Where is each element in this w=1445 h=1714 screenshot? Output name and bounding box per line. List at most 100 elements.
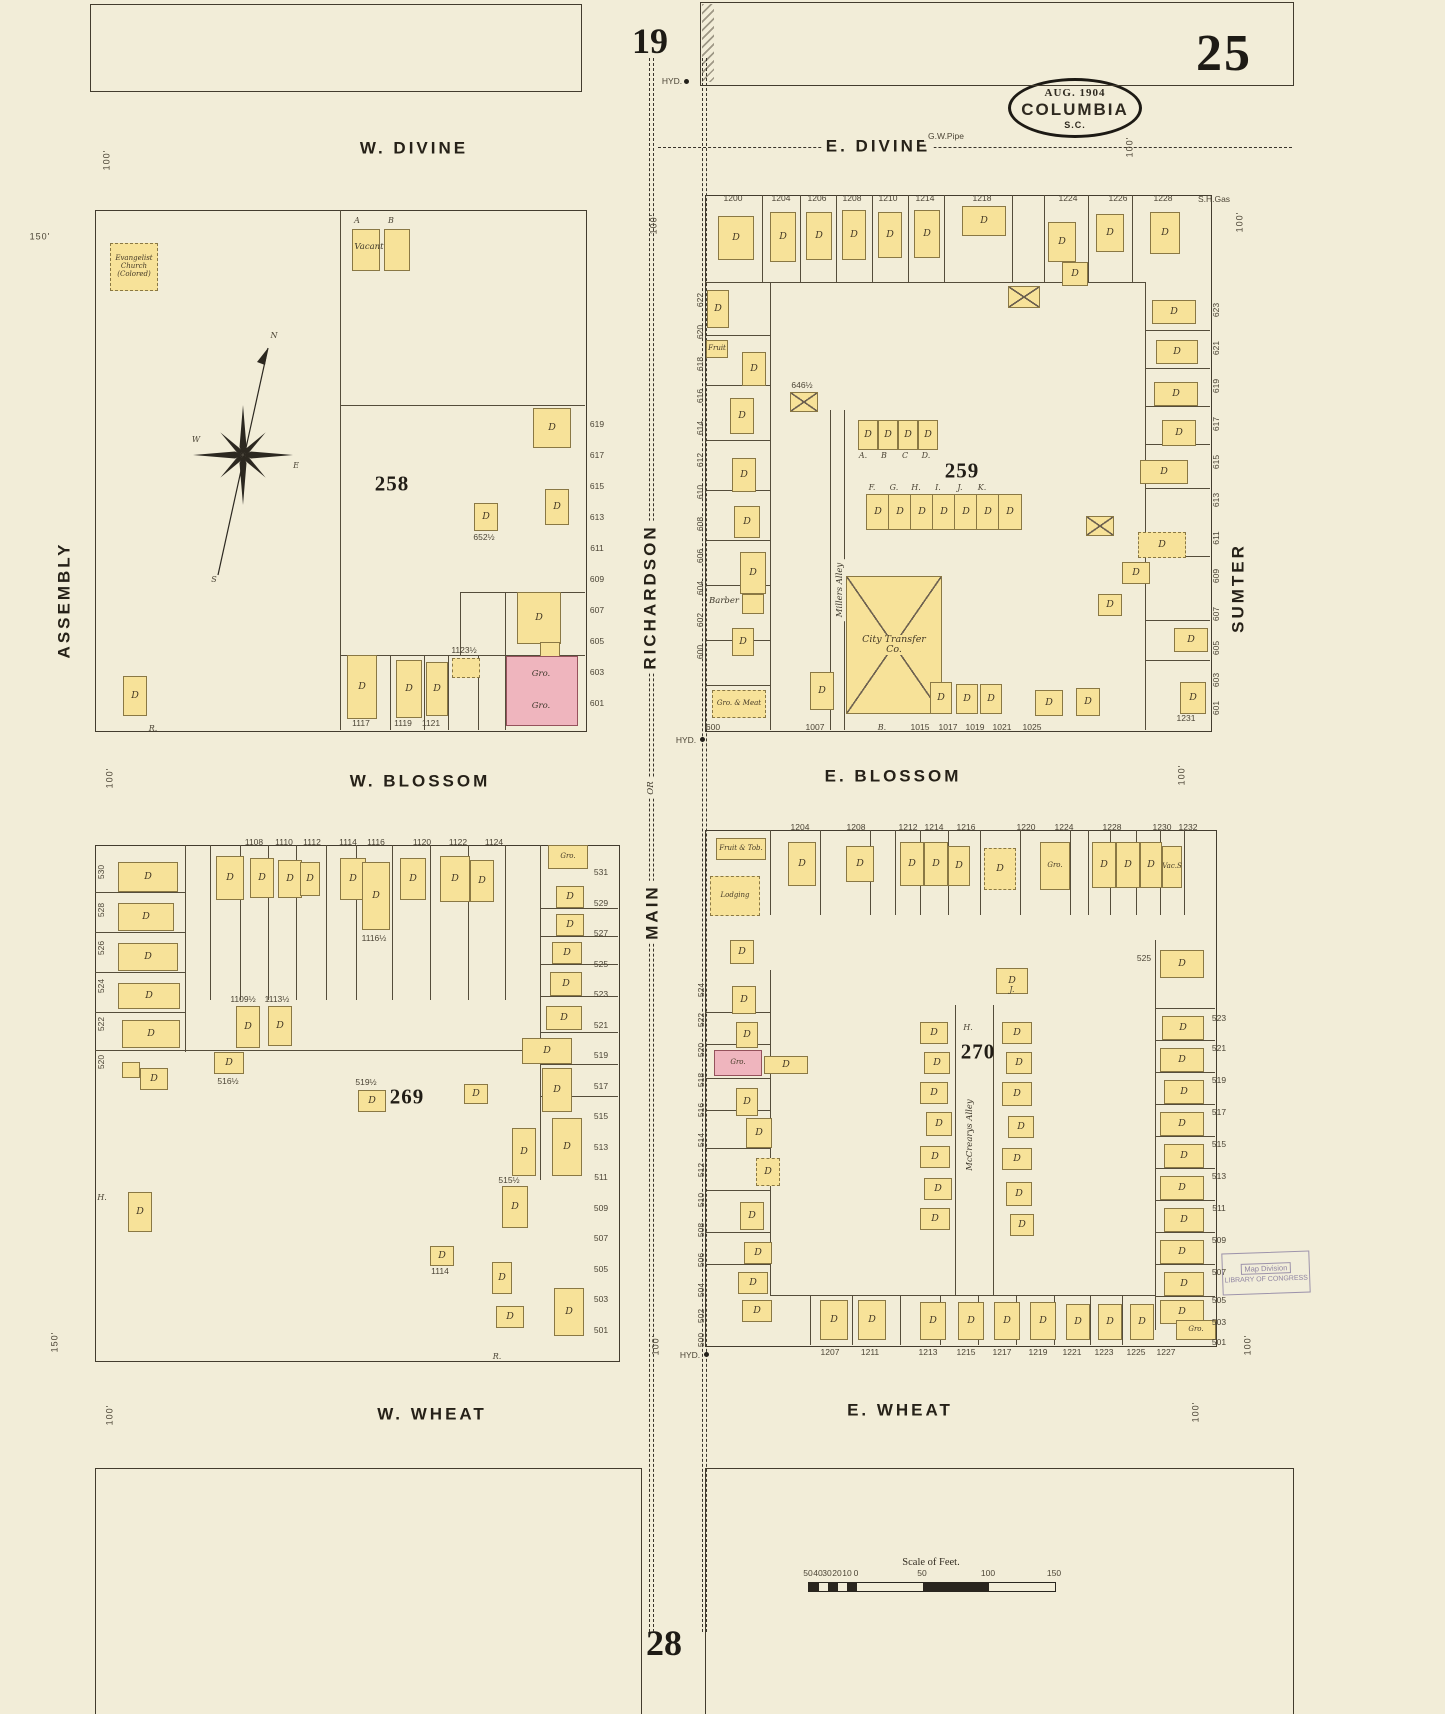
building-frame: D: [1180, 682, 1206, 714]
building-label: D: [563, 946, 571, 958]
building-label: D: [226, 871, 234, 883]
num-label: 1231: [1176, 712, 1196, 723]
num-label: 500: [695, 1332, 706, 1348]
building-label: Gro.: [730, 1058, 746, 1067]
lot-line: [1155, 1040, 1215, 1041]
building-frame: D: [900, 842, 924, 886]
scale-bar-segment: [819, 1583, 829, 1591]
building-label: D: [740, 993, 748, 1005]
building-frame: Gro. & Meat: [712, 690, 766, 718]
building-frame: D: [128, 1192, 152, 1232]
num-label: 1213: [918, 1346, 938, 1357]
building-frame: D: [216, 856, 244, 900]
building-label: D: [739, 635, 747, 647]
building-frame: D: [1150, 212, 1180, 254]
num-label: 514: [695, 1132, 706, 1148]
letter-label: I.: [935, 483, 941, 492]
lot-line: [1122, 1295, 1123, 1345]
building-label: D: [498, 1271, 506, 1283]
num-label: 516½: [217, 1075, 239, 1086]
building-frame: D: [1030, 1302, 1056, 1340]
hydrant-label: HYD.: [661, 75, 683, 86]
dim-label: 100': [1176, 764, 1187, 786]
building-label: D: [738, 409, 746, 421]
num-label: 617: [589, 449, 605, 460]
num-label: 1217: [992, 1346, 1012, 1357]
building-frame: D: [948, 846, 970, 886]
num-label: 646½: [791, 379, 813, 390]
building-label: D: [1178, 1117, 1186, 1129]
num-label: 530: [95, 864, 106, 880]
building-frame: D: [920, 1082, 948, 1104]
building-frame: D: [123, 676, 147, 716]
building-frame: D: [932, 494, 956, 530]
num-label: 30: [822, 1567, 832, 1578]
stamp-line1: Map Division: [1240, 1262, 1292, 1275]
lot-line: [705, 1078, 770, 1079]
dim-label: 100': [1190, 1401, 1201, 1423]
street-dashed-line: [706, 58, 707, 1632]
building-label: Gro.: [1188, 1325, 1204, 1334]
building-frame: Fruit & Tob.: [716, 838, 766, 860]
building-label: Fruit & Tob.: [719, 844, 763, 853]
building-label: D: [225, 1056, 233, 1068]
building-frame: D: [502, 1186, 528, 1228]
num-label: 611: [590, 542, 604, 553]
letter-label: N: [270, 331, 278, 340]
note-label: Gro.: [531, 668, 551, 679]
building-label: D: [1132, 566, 1140, 578]
building-frame: D: [554, 1288, 584, 1336]
building-frame: D: [718, 216, 754, 260]
dim-label: 100': [648, 213, 659, 235]
num-label: 509: [1211, 1234, 1227, 1245]
note-label: OR: [645, 777, 657, 799]
hatch-mark: [702, 4, 714, 82]
lot-line: [1155, 1072, 1215, 1073]
building-label: D: [755, 1126, 763, 1138]
building-label: D: [818, 684, 826, 696]
lot-line: [326, 845, 327, 1000]
num-label: 1206: [807, 192, 827, 203]
building-label: D: [1018, 1218, 1026, 1230]
building-frame: D: [1164, 1272, 1204, 1296]
street-label-w-blossom: W. BLOSSOM: [345, 771, 495, 791]
num-label: 607: [589, 604, 605, 615]
building-frame: D: [1162, 420, 1196, 446]
block-outline: [705, 1468, 1294, 1714]
num-label: 617: [1210, 416, 1221, 432]
building-frame: D: [1174, 628, 1208, 652]
lot-line: [540, 845, 541, 1180]
alley-label-mccrearys: McCrearys Alley: [964, 1095, 976, 1175]
building-frame: D: [994, 1302, 1020, 1340]
building-label: D: [987, 692, 995, 704]
building-label: D: [743, 1095, 751, 1107]
building-frame: D: [1006, 1182, 1032, 1206]
num-label: 1122: [448, 836, 468, 847]
building-label: D: [962, 505, 970, 517]
building-label: D: [1013, 1026, 1021, 1038]
note-label: Vacant: [354, 241, 384, 252]
num-label: 525: [1136, 952, 1152, 963]
lot-line: [770, 282, 771, 730]
letter-label: J.: [1009, 985, 1015, 994]
num-label: 621: [1210, 340, 1221, 356]
lot-line: [460, 592, 461, 655]
building-frame: D: [1002, 1022, 1032, 1044]
lot-line: [95, 1012, 185, 1013]
building-frame: D: [846, 846, 874, 882]
building-frame: D: [924, 842, 948, 886]
building-label: D: [1178, 1305, 1186, 1317]
num-label: 1015: [910, 721, 930, 732]
dim-label: 100': [1124, 136, 1135, 158]
lot-line: [770, 830, 771, 915]
building-label: D: [506, 1310, 514, 1322]
lot-line: [705, 440, 770, 441]
lot-line: [944, 195, 945, 282]
block-outline: [90, 4, 582, 92]
building-frame: D: [1160, 1240, 1204, 1264]
building-frame: D: [426, 662, 448, 716]
lot-line: [900, 1295, 901, 1345]
building-frame: D: [1010, 1214, 1034, 1236]
num-label: 526: [95, 940, 106, 956]
building-label: D: [1161, 226, 1169, 238]
